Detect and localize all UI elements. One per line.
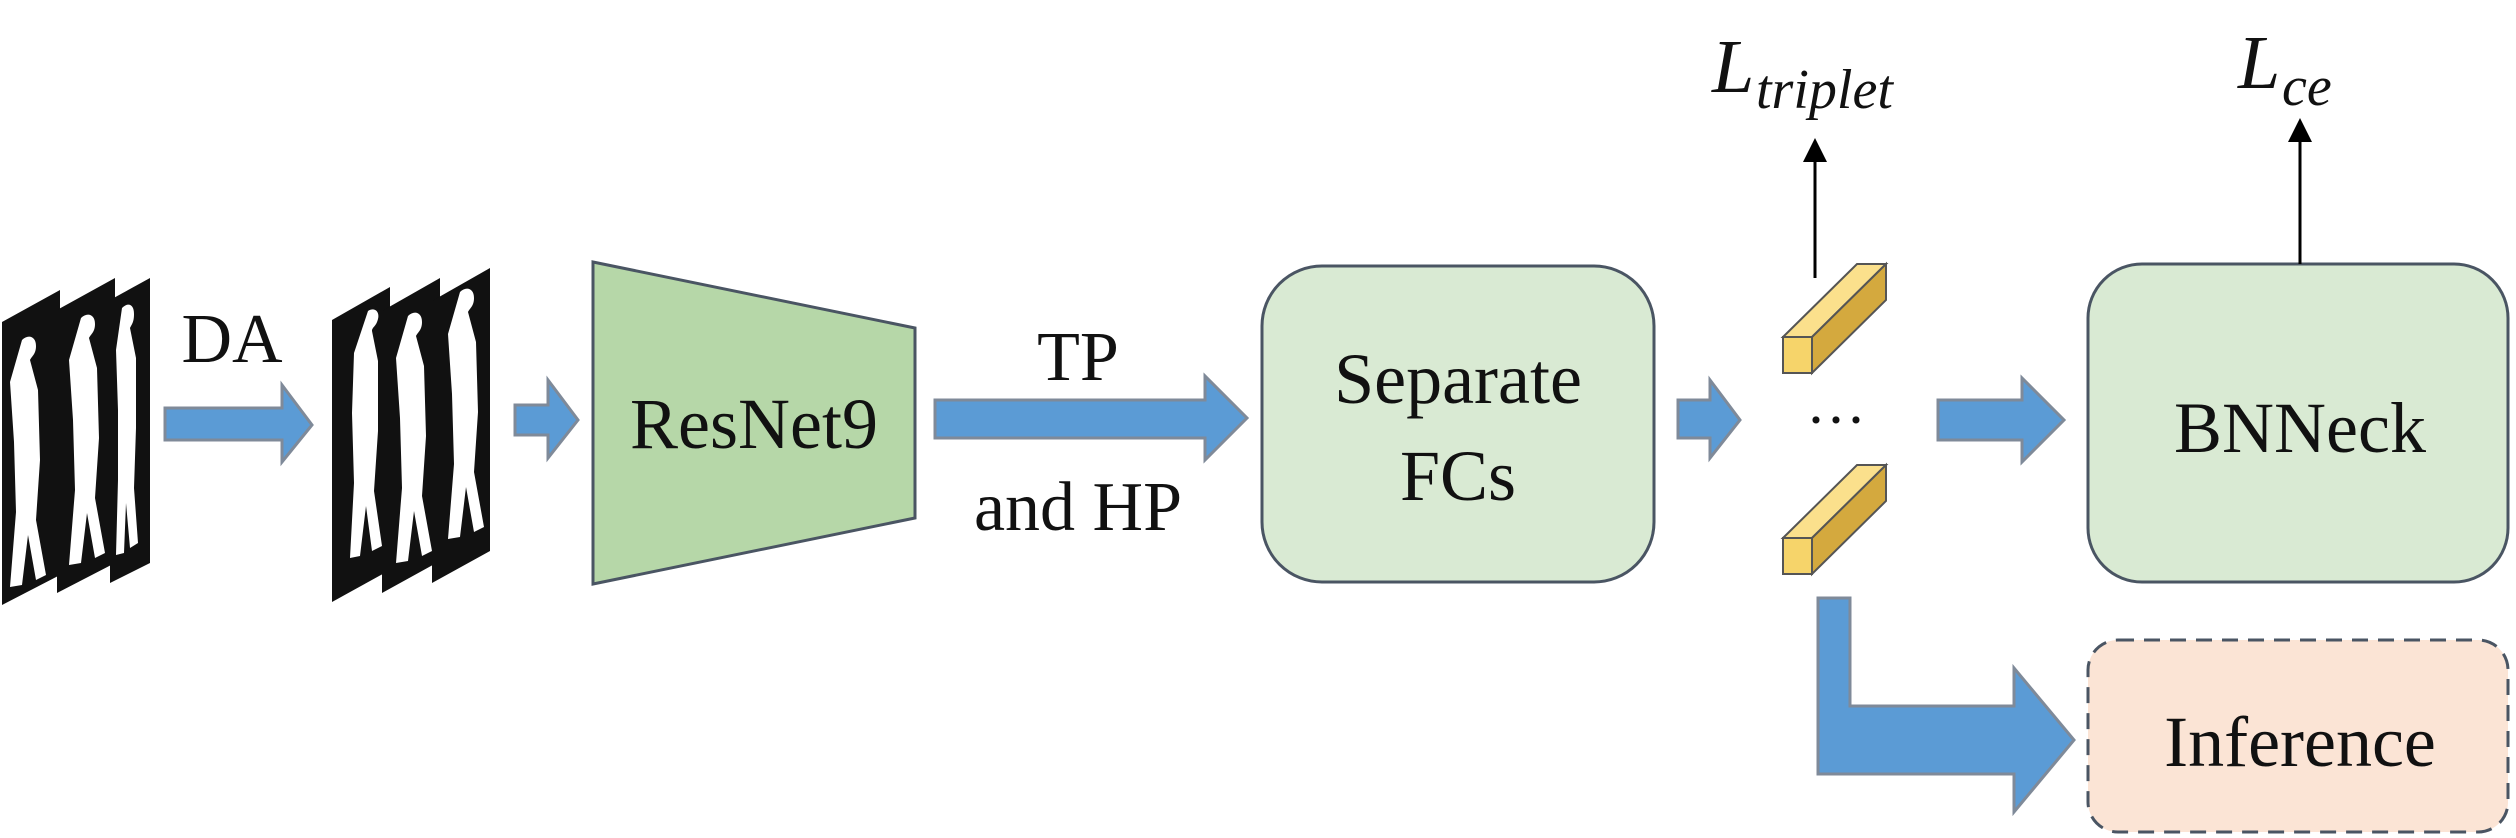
ce-loss-sub: ce [2282,56,2332,118]
tp-hp-arrow [933,372,1250,464]
inference-arrow [1816,596,2076,817]
augmented-silhouette-stack [332,268,490,602]
resnet9-block: ResNet9 [591,260,917,586]
and-hp-label: and HP [974,469,1182,546]
ce-loss-label: L ce [2237,21,2332,118]
ce-loss-main: L [2237,21,2280,105]
triplet-loss-label: L triplet [1711,25,1894,121]
resnet9-label: ResNet9 [630,384,878,464]
da-arrow [163,380,314,467]
triplet-loss-sub: triplet [1756,59,1894,121]
fcs-label: FCs [1400,436,1516,516]
features-input-arrow [1676,375,1742,463]
feature-bar-bottom [1780,462,1889,577]
bnneck-input-arrow [1936,374,2067,466]
bnneck-block: BNNeck [2086,262,2510,584]
separate-fcs-block: Separate FCs [1260,264,1656,584]
resnet-input-arrow [513,375,580,463]
inference-label: Inference [2164,702,2436,782]
feature-bar-top [1780,261,1889,376]
da-label: DA [181,301,283,378]
ellipsis: ··· [1806,387,1866,453]
triplet-loss-main: L [1711,25,1754,109]
tp-label: TP [1037,319,1119,396]
input-silhouette-stack [2,278,150,605]
inference-block: Inference [2086,638,2510,834]
separate-label: Separate [1334,339,1582,419]
bnneck-label: BNNeck [2174,388,2426,468]
